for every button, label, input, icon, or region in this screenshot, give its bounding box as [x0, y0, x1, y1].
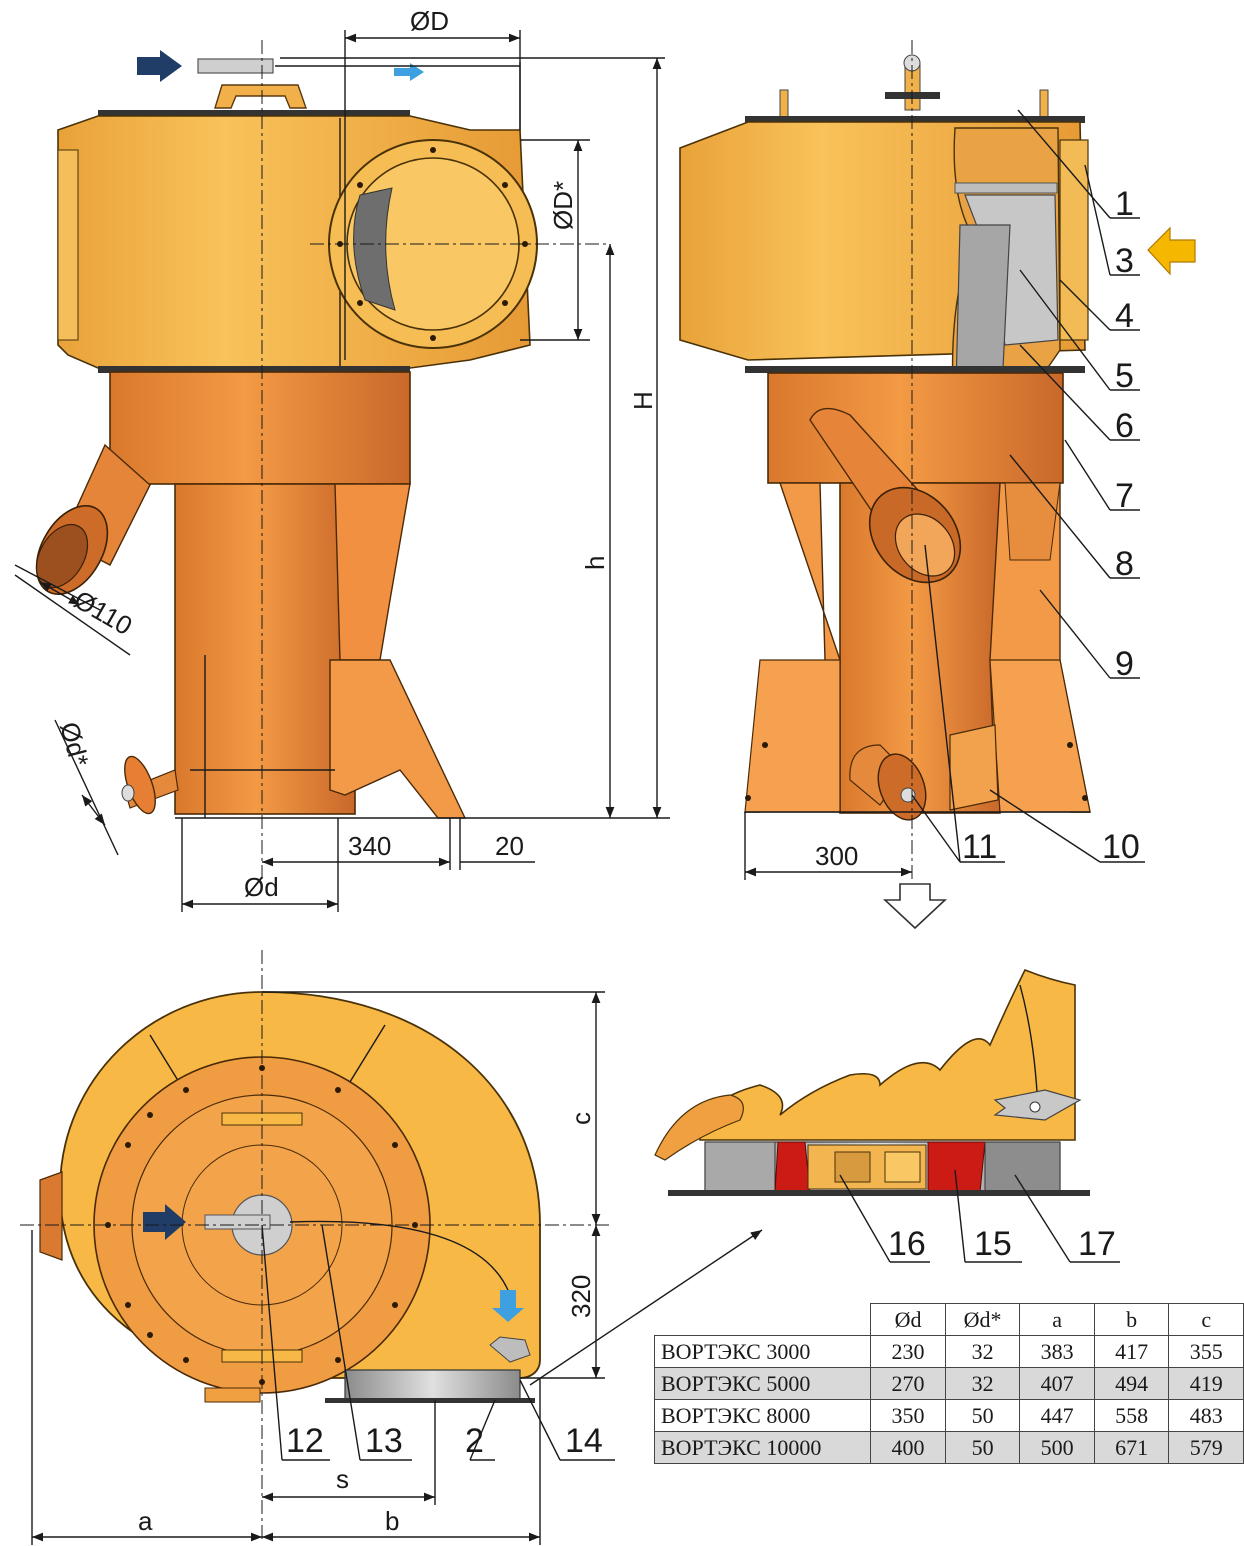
spec-table: Ød Ød* a b c ВОРТЭКС 3000 230 32 383 417…	[653, 1303, 1244, 1464]
callout-1: 1	[1115, 185, 1134, 223]
outlet-slot	[344, 1369, 521, 1401]
dim-inlet-dia: ØD*	[548, 181, 578, 230]
dim-bottom-dia: Ød	[244, 872, 279, 902]
callout-4: 4	[1115, 297, 1134, 335]
top-inlet-pipe	[197, 58, 274, 74]
table-cell: 50	[944, 1431, 1021, 1464]
callout-8: 8	[1115, 545, 1134, 583]
table-cell: 230	[870, 1335, 946, 1368]
spec-header-cell: c	[1168, 1303, 1244, 1336]
table-row: ВОРТЭКС 3000 230 32 383 417 355	[653, 1335, 1244, 1368]
spec-header-blank	[655, 1304, 871, 1336]
callout-12: 12	[286, 1422, 324, 1460]
seal-red-left	[774, 1141, 811, 1193]
top-plate	[98, 110, 410, 117]
down-arrow-icon	[882, 883, 948, 930]
callout-14: 14	[565, 1422, 603, 1460]
model-name: ВОРТЭКС 10000	[653, 1431, 872, 1464]
dim-b: b	[385, 1506, 399, 1536]
plan-flow-arrow-icon	[143, 1204, 186, 1240]
model-name: ВОРТЭКС 5000	[653, 1367, 872, 1400]
table-cell: 270	[870, 1367, 946, 1400]
table-row: ВОРТЭКС 5000 270 32 407 494 419	[653, 1367, 1244, 1400]
callout-15: 15	[974, 1225, 1012, 1263]
table-cell: 419	[1168, 1367, 1244, 1400]
detail-housing-cutaway	[699, 968, 1076, 1141]
table-cell: 383	[1019, 1335, 1095, 1368]
table-cell: 407	[1019, 1367, 1095, 1400]
callout-17: 17	[1078, 1225, 1116, 1263]
table-cell: 417	[1093, 1335, 1170, 1368]
flow-arrow-light-icon	[394, 63, 424, 81]
callout-10: 10	[1102, 828, 1140, 866]
callout-11: 11	[962, 828, 997, 866]
dim-offset-340: 340	[348, 831, 391, 861]
spec-header-cell: b	[1093, 1303, 1170, 1336]
callout-16: 16	[888, 1225, 926, 1263]
flow-arrow-dark-icon	[137, 50, 182, 82]
lower-body	[174, 483, 356, 815]
table-cell: 350	[870, 1399, 946, 1432]
detail-view: 16 15 17	[654, 968, 1120, 1263]
model-name: ВОРТЭКС 8000	[653, 1399, 872, 1432]
spec-header-cell: a	[1019, 1303, 1095, 1336]
callout-6: 6	[1115, 407, 1134, 445]
table-cell: 355	[1168, 1335, 1244, 1368]
dim-branch-dia: Ø110	[69, 584, 137, 641]
table-cell: 32	[944, 1367, 1021, 1400]
plan-view: c 320 s a b 12 13 2 14	[20, 950, 763, 1545]
table-row: ВОРТЭКС 8000 350 50 447 558 483	[653, 1399, 1244, 1432]
spec-header-cell: Ød	[870, 1303, 946, 1336]
dim-nozzle-dia: Ød*	[54, 719, 95, 770]
support-leg	[329, 659, 467, 819]
dim-a: a	[138, 1506, 153, 1536]
table-row: ВОРТЭКС 10000 400 50 500 671 579	[653, 1431, 1244, 1464]
plan-flow-arrow-light-icon	[492, 1290, 524, 1322]
spec-header-row: Ød Ød* a b c	[655, 1303, 1244, 1336]
front-view: ØD ØD* H h Ø110 Ød* 340 20	[14, 6, 670, 912]
inlet-arrow-icon	[1147, 226, 1196, 276]
dim-outer-dia: ØD	[410, 6, 449, 36]
middle-shell	[109, 371, 411, 485]
model-name: ВОРТЭКС 3000	[653, 1335, 872, 1368]
dim-offset-20: 20	[495, 831, 524, 861]
callout-2: 2	[465, 1422, 484, 1460]
dim-s: s	[336, 1464, 349, 1494]
table-cell: 32	[944, 1335, 1021, 1368]
table-cell: 483	[1168, 1399, 1244, 1432]
dim-side-300: 300	[815, 841, 858, 871]
table-cell: 494	[1093, 1367, 1170, 1400]
table-cell: 50	[944, 1399, 1021, 1432]
callout-7: 7	[1115, 477, 1134, 515]
inner-blade	[353, 187, 396, 311]
lifting-handle	[214, 84, 307, 109]
callout-3: 3	[1115, 242, 1134, 280]
dim-body-height: h	[580, 556, 610, 570]
dim-320: 320	[566, 1275, 596, 1318]
callout-5: 5	[1115, 357, 1134, 395]
side-callouts: 1 3 4 5 6 7 8 9 10 11	[911, 109, 1145, 866]
table-cell: 447	[1019, 1399, 1095, 1432]
callout-9: 9	[1115, 645, 1134, 683]
table-cell: 400	[870, 1431, 946, 1464]
table-cell: 671	[1093, 1431, 1170, 1464]
dim-total-height: H	[628, 391, 658, 410]
dim-c: c	[566, 1112, 596, 1125]
table-cell: 579	[1168, 1431, 1244, 1464]
table-cell: 500	[1019, 1431, 1095, 1464]
side-view: 300 1 3 4 5 6 7 8 9 10 11	[679, 40, 1196, 930]
table-cell: 558	[1093, 1399, 1170, 1432]
callout-13: 13	[365, 1422, 403, 1460]
spec-header-cell: Ød*	[944, 1303, 1021, 1336]
